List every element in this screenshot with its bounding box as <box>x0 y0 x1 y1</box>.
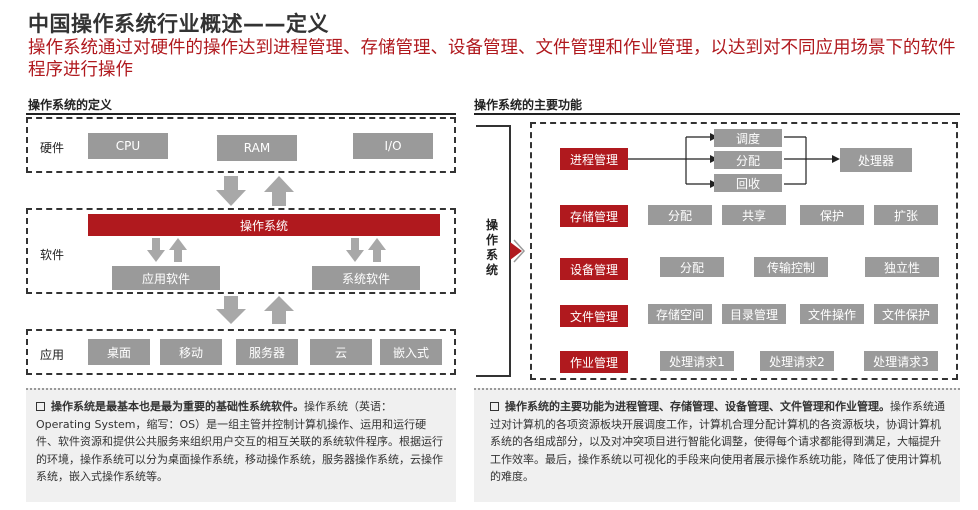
processor-box: 处理器 <box>840 148 912 172</box>
app-desktop: 桌面 <box>88 339 150 365</box>
storage-share: 共享 <box>722 205 786 225</box>
left-section-rule <box>26 113 456 115</box>
application-layer <box>26 329 456 375</box>
app-cloud: 云 <box>310 339 372 365</box>
process-allocate: 分配 <box>714 151 782 169</box>
file-operation: 文件操作 <box>800 304 864 324</box>
storage-protect: 保护 <box>800 205 864 225</box>
os-app-arrows-icon <box>147 238 187 262</box>
left-footnote: 操作系统是最基本也是最为重要的基础性系统软件。操作系统（英语：Operating… <box>26 388 456 502</box>
device-transfer-control: 传输控制 <box>754 257 828 277</box>
hw-sw-arrows-icon <box>216 176 294 206</box>
right-footnote-bold: 操作系统的主要功能为进程管理、存储管理、设备管理、文件管理和作业管理。 <box>505 400 890 413</box>
storage-expand: 扩张 <box>874 205 938 225</box>
job-request-1: 处理请求1 <box>660 351 734 371</box>
page-subtitle: 操作系统通过对硬件的操作达到进程管理、存储管理、设备管理、文件管理和作业管理，以… <box>28 38 956 80</box>
software-label: 软件 <box>40 248 65 262</box>
file-storage-space: 存储空间 <box>648 304 712 324</box>
checkbox-bullet-icon <box>36 402 45 411</box>
os-box: 操作系统 <box>88 214 440 236</box>
right-footnote: 操作系统的主要功能为进程管理、存储管理、设备管理、文件管理和作业管理。操作系统通… <box>474 388 960 502</box>
hardware-cpu: CPU <box>88 133 168 159</box>
job-management: 作业管理 <box>560 351 628 373</box>
app-server: 服务器 <box>236 339 298 365</box>
right-footnote-text: 操作系统通过对计算机的各项资源板块开展调度工作，计算机合理分配计算机的各资源板块… <box>490 400 945 483</box>
file-management: 文件管理 <box>560 305 628 327</box>
left-section-title: 操作系统的定义 <box>28 98 113 112</box>
left-footnote-bold: 操作系统是最基本也是最为重要的基础性系统软件。 <box>51 400 304 413</box>
side-bracket <box>476 125 526 377</box>
storage-management: 存储管理 <box>560 205 628 227</box>
side-label-os: 操作系统 <box>486 218 499 277</box>
left-footnote-text: 操作系统（英语：Operating System，缩写：OS）是一组主管并控制计… <box>36 400 443 483</box>
functions-frame <box>530 122 958 380</box>
process-schedule: 调度 <box>714 129 782 147</box>
process-recycle: 回收 <box>714 174 782 192</box>
file-protect: 文件保护 <box>874 304 938 324</box>
hardware-io: I/O <box>353 133 433 159</box>
right-section-title: 操作系统的主要功能 <box>474 98 583 112</box>
hardware-layer <box>26 117 456 173</box>
page-title: 中国操作系统行业概述——定义 <box>28 12 329 36</box>
device-management: 设备管理 <box>560 258 628 280</box>
app-mobile: 移动 <box>160 339 222 365</box>
os-sys-arrows-icon <box>346 238 386 262</box>
file-directory: 目录管理 <box>722 304 786 324</box>
system-software-box: 系统软件 <box>312 266 420 290</box>
right-section-rule <box>474 113 960 115</box>
checkbox-bullet-icon <box>490 402 499 411</box>
app-software-box: 应用软件 <box>112 266 220 290</box>
job-request-3: 处理请求3 <box>864 351 938 371</box>
app-embedded: 嵌入式 <box>380 339 442 365</box>
software-layer <box>26 208 456 294</box>
application-label: 应用 <box>40 348 65 362</box>
storage-allocate: 分配 <box>648 205 712 225</box>
process-flow-arrows-icon <box>628 133 840 188</box>
device-allocate: 分配 <box>660 257 724 277</box>
job-request-2: 处理请求2 <box>760 351 834 371</box>
hardware-label: 硬件 <box>40 141 65 155</box>
sw-app-arrows-icon <box>216 296 294 324</box>
device-independence: 独立性 <box>865 257 939 277</box>
hardware-ram: RAM <box>217 135 297 161</box>
process-management: 进程管理 <box>560 148 628 170</box>
